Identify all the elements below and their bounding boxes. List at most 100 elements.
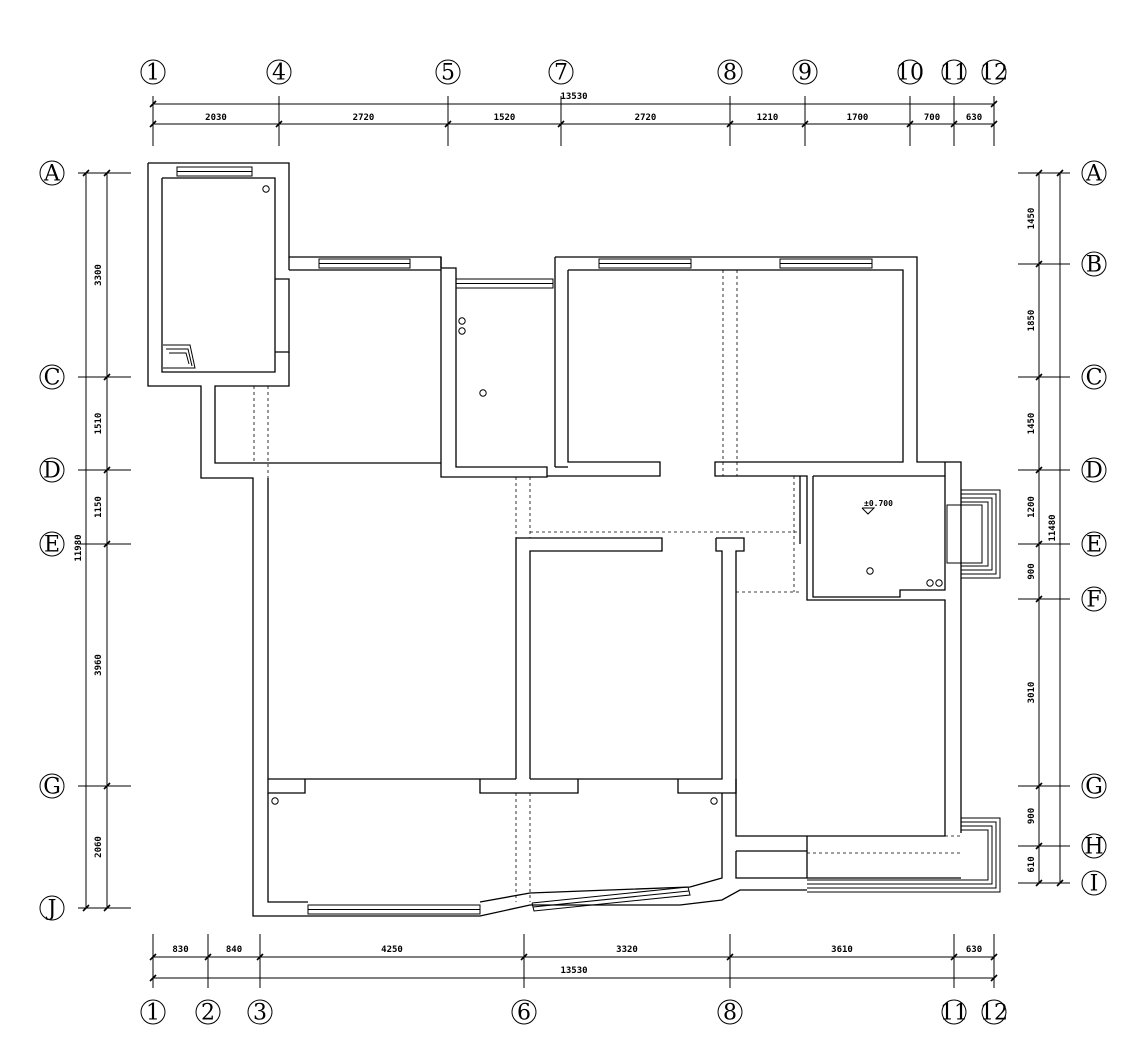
inner-wall — [267, 793, 308, 903]
dim-tick — [1035, 782, 1043, 790]
inner-wall — [161, 177, 276, 373]
inner-wall — [515, 537, 663, 779]
top-axis-8-label: 8 — [723, 61, 737, 86]
inner-wall — [479, 793, 723, 903]
dim-tick — [256, 953, 264, 961]
right-dim-text: 1450 — [1027, 413, 1037, 435]
fixtures — [163, 185, 943, 805]
right-axis-A-circle — [1081, 160, 1107, 186]
inner-wall — [568, 269, 946, 837]
right-axis-G-circle — [1081, 773, 1107, 799]
dim-tick — [1035, 260, 1043, 268]
dim-tick — [275, 120, 283, 128]
top-axis-11-label: 11 — [940, 61, 968, 86]
right-dim-text: 1450 — [1027, 208, 1037, 230]
left-axis-A-circle — [39, 160, 65, 186]
drain-icon — [710, 797, 718, 805]
window-glass — [532, 890, 690, 908]
top-axis-1-circle — [140, 59, 166, 85]
dim-tick — [103, 466, 111, 474]
bay-window — [807, 817, 1001, 893]
top-dim-text: 2720 — [353, 113, 375, 123]
top-dim-text: 2720 — [635, 113, 657, 123]
dim-tick — [103, 782, 111, 790]
top-total-text: 13530 — [560, 92, 587, 102]
left-dim-text: 3300 — [94, 264, 104, 286]
right-axis-D-circle — [1081, 457, 1107, 483]
top-axis-10-circle — [897, 59, 923, 85]
top-dim-text: 1700 — [847, 113, 869, 123]
dim-tick — [82, 169, 90, 177]
dim-tick — [149, 100, 157, 108]
dim-tick — [149, 120, 157, 128]
top-axis-8-circle — [717, 59, 743, 85]
bottom-axis-3-circle — [247, 999, 273, 1025]
right-dim-text: 1200 — [1027, 496, 1037, 518]
top-axis-9-circle — [792, 59, 818, 85]
top-dim-text: 630 — [966, 113, 982, 123]
dim-tick — [103, 169, 111, 177]
dim-tick — [1035, 879, 1043, 887]
stair-icon — [169, 352, 190, 365]
dim-tick — [1035, 169, 1043, 177]
bottom-axis-12-circle — [981, 999, 1007, 1025]
hidden-lines — [253, 270, 961, 902]
bay-seat — [946, 504, 983, 564]
dim-tick — [990, 100, 998, 108]
bottom-axis-1-circle — [140, 999, 166, 1025]
window-frame — [531, 886, 691, 912]
top-axis-5-label: 5 — [441, 61, 455, 86]
stair-icon — [166, 348, 193, 367]
top-axis-11-circle — [941, 59, 967, 85]
dim-tick — [801, 120, 809, 128]
bay-window — [807, 825, 993, 885]
right-dim-text: 900 — [1027, 808, 1037, 824]
inner-wall — [812, 475, 946, 598]
right-axis-H-circle — [1081, 833, 1107, 859]
top-axis-12-label: 12 — [980, 61, 1008, 86]
dim-tick — [950, 120, 958, 128]
top-axis-10-label: 10 — [896, 61, 924, 86]
inner-wall — [735, 850, 808, 879]
inner-wall — [267, 779, 306, 794]
inner-wall — [275, 278, 290, 353]
right-axis-E-label: E — [1086, 533, 1102, 558]
dim-tick — [1056, 879, 1064, 887]
bay-window — [961, 501, 989, 567]
dim-tick — [1035, 540, 1043, 548]
inner-wall — [214, 352, 441, 464]
bay-window — [961, 493, 997, 575]
right-axis-B-circle — [1081, 251, 1107, 277]
left-axis-D-label: D — [43, 459, 61, 484]
bottom-axis-2-label: 2 — [201, 1001, 215, 1026]
bottom-axis-11-label: 11 — [940, 1001, 968, 1026]
level-arrow-icon — [861, 507, 876, 515]
drain-icon — [271, 797, 279, 805]
walls — [147, 162, 962, 917]
dim-tick — [149, 974, 157, 982]
dim-tick — [1035, 842, 1043, 850]
bottom-dim-text: 3320 — [616, 945, 638, 955]
top-dim-text: 1520 — [494, 113, 516, 123]
dim-tick — [906, 120, 914, 128]
left-dim-text: 1510 — [94, 413, 104, 435]
left-axis-C-label: C — [44, 366, 61, 391]
dim-tick — [82, 904, 90, 912]
windows — [176, 166, 1001, 915]
dim-tick — [990, 120, 998, 128]
bottom-axis-8-label: 8 — [723, 1001, 737, 1026]
top-dim-text: 2030 — [205, 113, 227, 123]
bottom-dim-text: 830 — [172, 945, 188, 955]
bottom-total-text: 13530 — [560, 966, 587, 976]
bottom-axis-1-label: 1 — [146, 1001, 160, 1026]
dim-tick — [557, 120, 565, 128]
drain-icon — [935, 579, 943, 587]
dim-tick — [1035, 373, 1043, 381]
dim-tick — [520, 953, 528, 961]
dim-tick — [990, 974, 998, 982]
bottom-dim-text: 630 — [966, 945, 982, 955]
right-dim-text: 900 — [1027, 563, 1037, 579]
left-axis-E-label: E — [44, 533, 60, 558]
top-axis-4-circle — [266, 59, 292, 85]
stair-icon — [163, 344, 196, 369]
